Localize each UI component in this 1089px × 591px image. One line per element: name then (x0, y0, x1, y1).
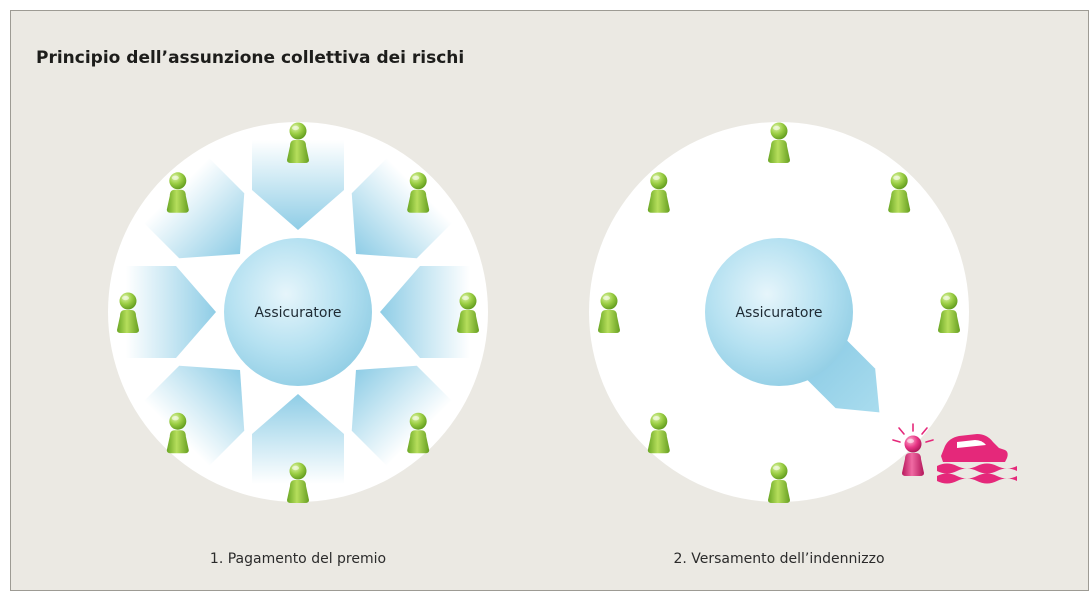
premium-arrow (351, 157, 453, 259)
insurer-label: Assicuratore (254, 305, 341, 321)
caption-premium-payment: 1. Pagamento del premio (209, 551, 387, 567)
premium-arrow (252, 394, 344, 484)
insurer-circle (705, 238, 853, 386)
premium-arrows (126, 140, 470, 484)
caption-indemnity-payment: 2. Versamento dell’indennizzo (673, 551, 885, 567)
premium-arrow (143, 365, 245, 467)
page-title: Principio dell’assunzione collettiva dei… (36, 48, 465, 68)
premium-arrow (252, 140, 344, 230)
claimant-person-icon (892, 423, 934, 476)
insurer-circle (224, 238, 372, 386)
claim-payment-diagram: Assicuratore (589, 122, 1017, 503)
premium-arrow (380, 266, 470, 358)
premium-arrow (126, 266, 216, 358)
premium-arrow (351, 365, 453, 467)
premium-arrow (143, 157, 245, 259)
flooded-car-icon (937, 434, 1017, 484)
insurer-label: Assicuratore (735, 305, 822, 321)
premium-payment-diagram: Assicuratore (108, 122, 488, 503)
